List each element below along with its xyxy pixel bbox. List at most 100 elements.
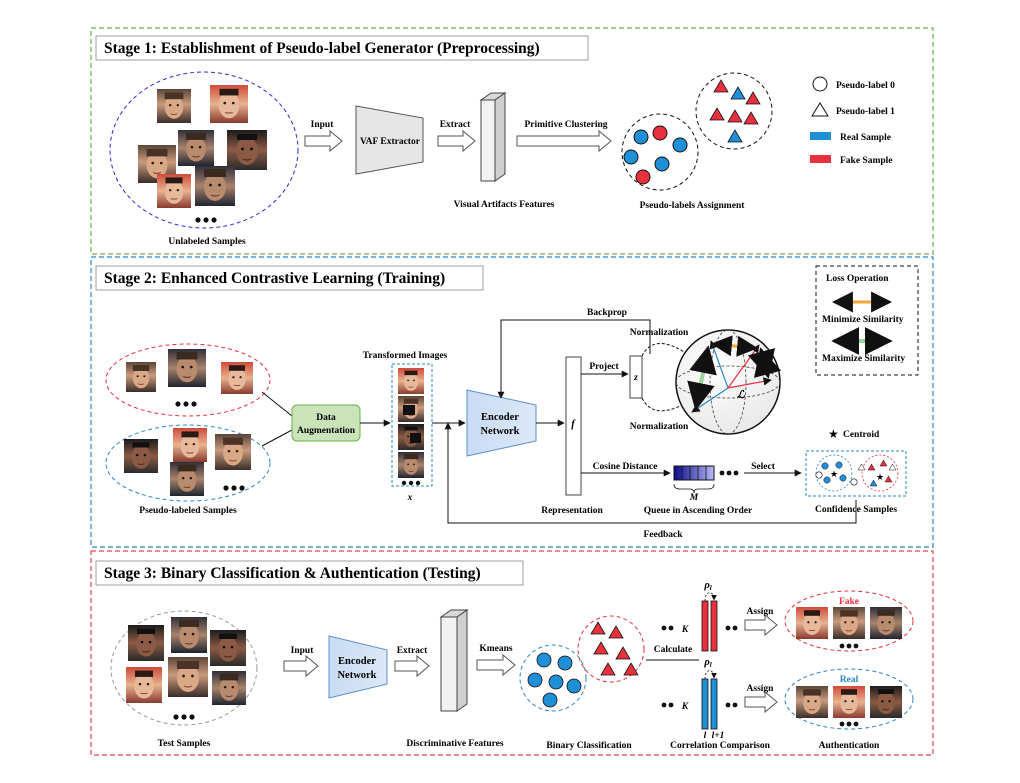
rho-top: ρl (703, 580, 711, 592)
real-corr-bar-l1 (710, 678, 718, 730)
K-label-top: K (681, 625, 689, 635)
assign-top-arrow (744, 613, 778, 637)
backprop-arrow (497, 319, 651, 399)
s2-merge-bottom (261, 429, 293, 447)
disc-features-label: Discriminative Features (406, 739, 503, 749)
visual-artifacts-label: Visual Artifacts Features (454, 200, 555, 210)
s2-encoder-line2: Network (480, 426, 519, 437)
minimize-label: Minimize Similarity (822, 315, 904, 325)
stage1-frame (90, 27, 934, 255)
project-label: Project (589, 362, 619, 372)
pseudo-fake-faces (126, 349, 253, 407)
fake-corr-bar-l1 (710, 600, 718, 652)
z-bar (629, 355, 643, 399)
normalize-curve-bottom (641, 397, 685, 412)
feedback-label: Feedback (643, 530, 683, 540)
svg-text:★: ★ (830, 469, 838, 479)
pseudo-real-ellipse (105, 424, 271, 502)
fake-result-label: Fake (839, 597, 859, 607)
s2-merge-top (261, 391, 293, 417)
cluster-circles (621, 113, 699, 191)
s3-encoder-network (328, 635, 388, 699)
legend-pl0-icon (812, 76, 828, 92)
queue (673, 465, 739, 481)
s1-cluster-arrow (516, 129, 612, 153)
stage2-title: Stage 2: Enhanced Contrastive Learning (… (104, 270, 445, 287)
backprop-label: Backprop (587, 308, 627, 318)
binary-fake-cluster (577, 615, 645, 683)
assign-bottom-arrow (744, 690, 778, 714)
aug-line2: Augmentation (297, 426, 356, 436)
stage3-title-box (95, 560, 524, 586)
fake-corr-bar-l (701, 600, 709, 652)
confidence-frame (805, 450, 907, 497)
stage3-frame (90, 550, 934, 756)
test-samples-label: Test Samples (158, 739, 211, 749)
real-result-ellipse (784, 668, 914, 730)
legend-fake-swatch (810, 155, 831, 163)
pseudo-assignment-label: Pseudo-labels Assignment (640, 201, 746, 211)
real-rho-arc (704, 670, 717, 680)
x-label: x (407, 493, 413, 503)
stage1-title-box (95, 35, 589, 61)
kmeans-arrow (476, 653, 516, 677)
stage1-legend: Pseudo-label 0 Pseudo-label 1 Real Sampl… (810, 76, 895, 166)
loss-symbol: ℒ (737, 389, 745, 401)
real-result-label: Real (840, 675, 859, 685)
stage2-title-box (95, 265, 484, 291)
test-faces (126, 617, 247, 720)
cosine-label: Cosine Distance (593, 462, 658, 472)
correlation-label: Correlation Comparison (670, 741, 771, 751)
queue-label: Queue in Ascending Order (644, 506, 753, 516)
centroid-label: Centroid (843, 430, 880, 440)
binary-real-cluster (519, 644, 587, 712)
calculate-label: Calculate (654, 645, 693, 655)
feedback-arrow (444, 422, 857, 524)
legend-pl0-label: Pseudo-label 0 (836, 81, 895, 91)
vaf-extractor (355, 105, 424, 175)
s3-encoder-line2: Network (337, 670, 376, 681)
legend-pl1-label: Pseudo-label 1 (836, 107, 895, 117)
discriminative-feature-block (439, 609, 469, 712)
s3-input-label: Input (291, 646, 315, 656)
stage2-frame (90, 256, 934, 548)
stage1-title: Stage 1: Establishment of Pseudo-label G… (104, 40, 540, 57)
s1-extract-label: Extract (440, 120, 471, 130)
s2-encoder-network (466, 389, 537, 457)
rho-bottom: ρl (703, 657, 711, 669)
unlabeled-label: Unlabeled Samples (168, 237, 246, 247)
s2-encoder-line1: Encoder (481, 412, 519, 423)
f-label: f (571, 419, 576, 430)
stage3-title: Stage 3: Binary Classification & Authent… (104, 565, 481, 582)
transformed-frame (391, 363, 433, 487)
normalization-bottom-label: Normalization (630, 422, 689, 432)
vaf-extractor-label: VAF Extractor (360, 137, 421, 147)
s3-extract-label: Extract (397, 646, 428, 656)
fake-result-ellipse (784, 590, 914, 652)
legend-real-swatch (810, 132, 831, 140)
z-label: z (633, 373, 638, 383)
transformed-images (397, 368, 425, 486)
confidence-samples: ★ ★ (815, 454, 899, 492)
legend-pl1-icon (811, 102, 829, 117)
fake-result-faces (796, 607, 902, 649)
kmeans-label: Kmeans (479, 644, 513, 654)
K-label-bottom: K (681, 702, 689, 712)
s3-encoder-line1: Encoder (338, 656, 376, 667)
legend-fake-label: Fake Sample (840, 156, 893, 166)
s1-input-arrow (304, 129, 343, 153)
transformed-label: Transformed Images (363, 351, 448, 361)
s1-input-label: Input (311, 120, 335, 130)
s1-extract-arrow (437, 129, 476, 153)
pseudo-fake-ellipse (105, 343, 271, 417)
representation-bar (565, 356, 582, 496)
loss-operation-title: Loss Operation (826, 274, 889, 284)
assign-top-label: Assign (747, 607, 775, 617)
vaf-feature-block (479, 92, 507, 182)
cluster-triangles (695, 72, 773, 150)
real-corr-bar-l (701, 678, 709, 730)
binary-label: Binary Classification (546, 741, 632, 751)
authentication-label: Authentication (819, 741, 880, 751)
s3-input-arrow (283, 654, 319, 678)
